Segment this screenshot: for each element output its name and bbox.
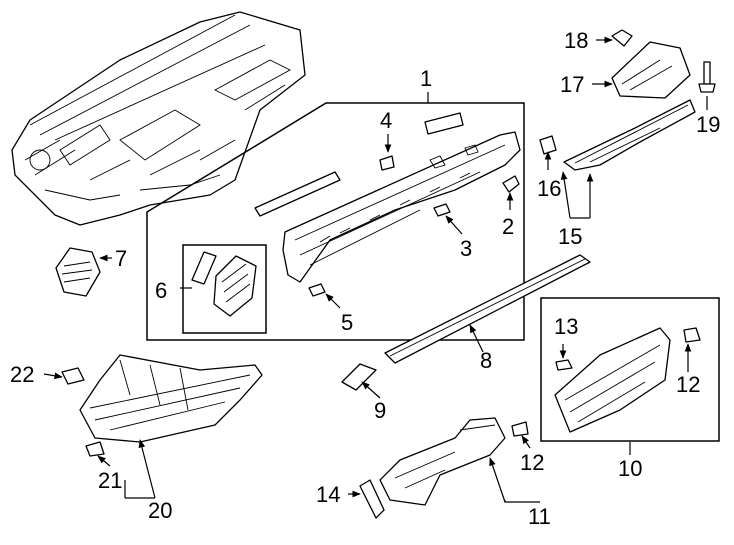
part-7-vent <box>55 247 101 297</box>
callout-14: 14 <box>316 482 340 507</box>
part-trim-strips <box>254 112 464 217</box>
group-10-frame <box>540 297 720 442</box>
callout-13: 13 <box>554 314 578 339</box>
part-19-bolt <box>698 61 716 93</box>
group-6-frame <box>182 244 267 334</box>
dashboard-assembly <box>11 11 306 226</box>
part-12-clip-upper <box>683 327 701 343</box>
callout-5: 5 <box>341 310 353 335</box>
part-2-bracket <box>502 175 520 193</box>
callout-10: 10 <box>618 456 642 481</box>
part-16-clip <box>539 135 557 155</box>
callout-19: 19 <box>696 112 720 137</box>
part-20-glovebox <box>79 354 263 443</box>
part-4-clip <box>379 155 395 171</box>
part-6-module <box>191 251 257 317</box>
part-8-strip <box>384 254 591 364</box>
callout-6: 6 <box>155 278 167 303</box>
part-1-dash-frame <box>282 131 521 283</box>
leader-lines <box>43 36 708 503</box>
callout-15: 15 <box>558 224 582 249</box>
callout-12-lower: 12 <box>520 450 544 475</box>
callout-18: 18 <box>564 28 588 53</box>
callout-16: 16 <box>537 176 561 201</box>
callout-1: 1 <box>420 66 432 91</box>
part-22-clip <box>61 367 85 385</box>
callout-3: 3 <box>460 236 472 261</box>
callout-7: 7 <box>115 246 127 271</box>
callout-12-upper: 12 <box>676 372 700 397</box>
callout-8: 8 <box>480 348 492 373</box>
part-5-nut <box>308 283 326 297</box>
part-12-clip-lower <box>511 421 529 437</box>
callout-9: 9 <box>374 398 386 423</box>
callout-2: 2 <box>502 214 514 239</box>
part-9-trim <box>341 363 377 391</box>
callout-11: 11 <box>528 504 551 529</box>
callout-4: 4 <box>380 108 392 133</box>
callout-21: 21 <box>98 468 122 493</box>
part-10-trim-panel <box>554 327 671 433</box>
callout-22: 22 <box>10 362 34 387</box>
part-18-clip <box>611 29 633 47</box>
group-1-frame <box>146 92 525 341</box>
callout-17: 17 <box>560 72 584 97</box>
part-17-bracket <box>611 41 691 99</box>
part-13-clip <box>555 359 573 371</box>
part-14-trim <box>359 479 385 519</box>
callout-20: 20 <box>148 498 172 523</box>
part-3-clip <box>433 203 451 217</box>
part-21-clip <box>85 441 105 457</box>
callout-labels: 1 2 3 4 5 6 7 8 9 10 11 12 12 13 14 15 1… <box>10 28 720 529</box>
part-11-lower-panel <box>379 417 506 506</box>
part-15-trim-panel <box>563 99 696 171</box>
